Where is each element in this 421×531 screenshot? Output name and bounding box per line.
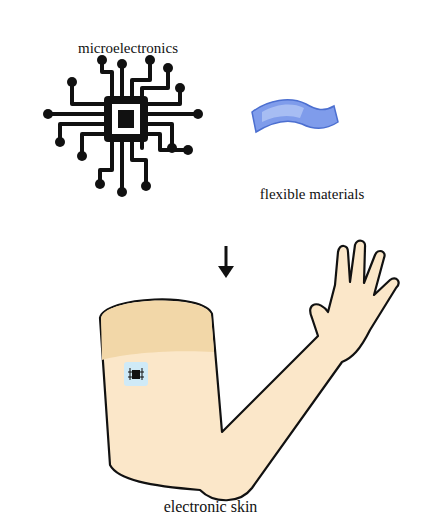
caption: electronic skin <box>0 498 421 516</box>
venn-circle: flexible materials <box>204 8 420 224</box>
chip-core <box>118 110 134 128</box>
venn-circle: microelectronics <box>10 0 246 236</box>
chip-pin-dots <box>43 55 203 197</box>
chip-body <box>104 96 148 142</box>
arm-figure <box>100 241 398 501</box>
arrow-head <box>218 266 234 278</box>
patch-chip <box>128 368 144 380</box>
shoulder-shade <box>101 301 214 360</box>
flexible-strip <box>252 100 338 132</box>
strip-highlight <box>262 105 304 122</box>
circle-label: microelectronics <box>78 40 178 57</box>
chip-die <box>112 104 140 134</box>
circle-label: flexible materials <box>260 186 365 203</box>
patch-chip-body <box>132 370 140 379</box>
circle-outline <box>10 0 246 236</box>
skin-patch <box>124 362 148 386</box>
chip-icon <box>50 62 196 190</box>
